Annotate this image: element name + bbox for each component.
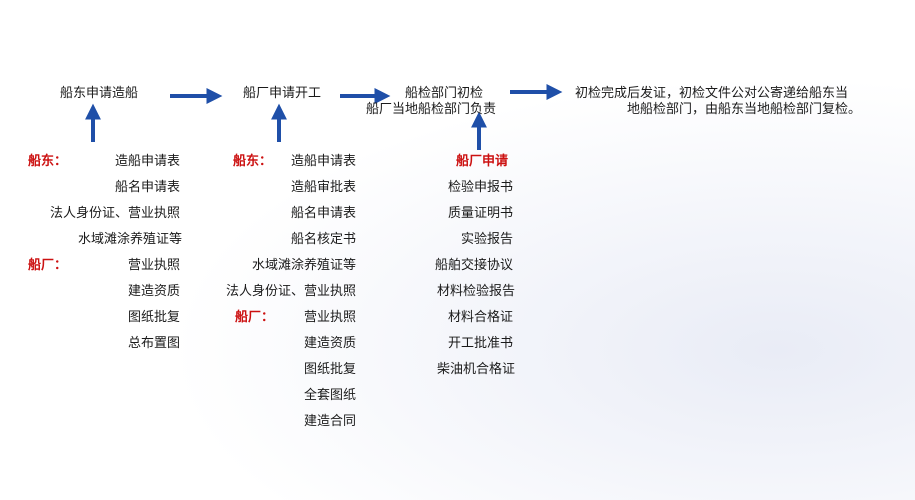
col3-yard-item: 柴油机合格证 — [436, 362, 515, 377]
col3-yard-item: 材料合格证 — [447, 310, 513, 325]
col3-yard-item: 实验报告 — [460, 232, 513, 247]
step-inspection-line1: 船检部门初检 — [405, 86, 484, 101]
col2-owner-item: 法人身份证、营业执照 — [225, 284, 356, 299]
col3-yard-label: 船厂申请 — [455, 154, 508, 169]
col2-owner-label: 船东： — [233, 154, 273, 169]
col2-owner-item: 造船审批表 — [290, 180, 356, 195]
col1-owner-item: 船名申请表 — [114, 180, 180, 195]
col2-yard-item: 建造合同 — [303, 414, 356, 429]
step-owner-apply: 船东申请造船 — [60, 86, 139, 101]
col1-yard-item: 建造资质 — [127, 284, 180, 299]
step-yard-apply-start: 船厂申请开工 — [243, 86, 322, 101]
col1-yard-item: 图纸批复 — [127, 310, 180, 325]
col2-owner-item: 船名申请表 — [290, 206, 356, 221]
col3-yard-item: 开工批准书 — [447, 336, 513, 351]
step-certificate-line2: 地船检部门，由船东当地船检部门复检。 — [627, 102, 862, 117]
col1-owner-item: 水域滩涂养殖证等 — [77, 232, 182, 247]
col2-owner-item: 水域滩涂养殖证等 — [251, 258, 356, 273]
col2-yard-label: 船厂： — [235, 310, 275, 325]
col2-yard-item: 全套图纸 — [303, 388, 356, 403]
col2-yard-item: 建造资质 — [303, 336, 356, 351]
col3-yard-item: 材料检验报告 — [436, 284, 515, 299]
col3-yard-item: 质量证明书 — [447, 206, 513, 221]
col1-owner-item: 法人身份证、营业执照 — [49, 206, 180, 221]
step-inspection-line2: 船厂当地船检部门负责 — [366, 102, 497, 117]
col1-owner-label: 船东： — [28, 154, 68, 169]
col1-yard-label: 船厂： — [28, 258, 68, 273]
col3-yard-item: 检验申报书 — [447, 180, 513, 195]
col3-yard-item: 船舶交接协议 — [434, 258, 513, 273]
col2-yard-item: 图纸批复 — [303, 362, 356, 377]
col1-yard-item: 总布置图 — [127, 336, 180, 351]
col2-owner-item: 船名核定书 — [290, 232, 356, 247]
step-certificate-line1: 初检完成后发证，初检文件公对公寄递给船东当 — [575, 86, 849, 101]
col2-yard-item: 营业执照 — [303, 310, 356, 325]
col2-owner-item: 造船申请表 — [290, 154, 356, 169]
col1-yard-item: 营业执照 — [127, 258, 180, 273]
col1-owner-item: 造船申请表 — [114, 154, 180, 169]
